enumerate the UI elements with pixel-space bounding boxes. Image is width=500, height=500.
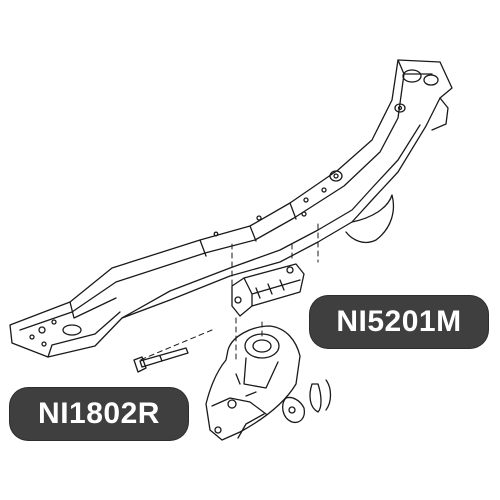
crossmember-frame: [9, 59, 453, 358]
part-number-label-mount: NI5201M: [310, 296, 488, 348]
frame-holes: [29, 69, 439, 347]
mount-spacers: [281, 379, 332, 424]
mount-bracket: [231, 263, 305, 317]
part-number-label-transmission-mount: NI1802R: [10, 388, 188, 440]
transmission-mount: [205, 325, 301, 441]
mounting-bolt: [133, 347, 189, 373]
